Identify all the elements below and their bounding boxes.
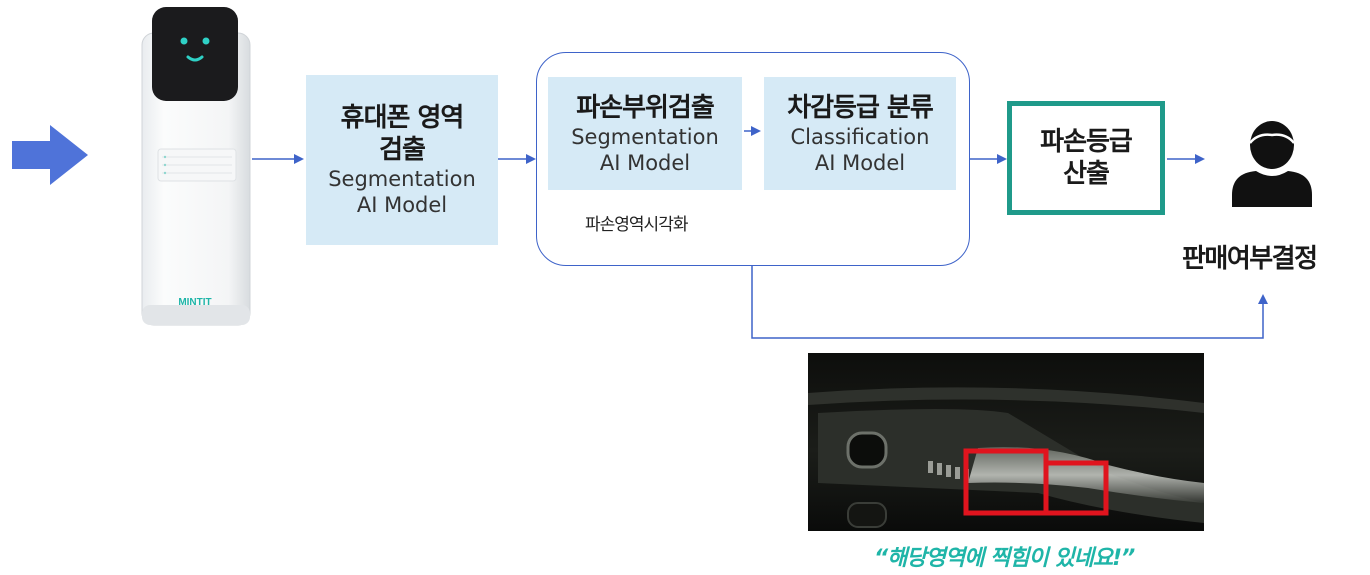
photo-caption: “해당영역에 찍힘이 있네요!” bbox=[874, 546, 1135, 571]
kiosk-brand: MINTIT bbox=[178, 297, 211, 308]
damage-part-detection-box: 파손부위검출 Segmentation AI Model bbox=[548, 77, 742, 190]
phone-area-title-1: 휴대폰 영역 bbox=[340, 103, 465, 133]
damage-closeup-photo bbox=[808, 353, 1204, 531]
damage-highlight-2 bbox=[1043, 460, 1109, 516]
deduction-grade-sub-1: Classification bbox=[790, 124, 930, 149]
grade-calc-line-1: 파손등급 bbox=[1040, 127, 1133, 157]
phone-area-sub-2: AI Model bbox=[356, 193, 448, 217]
phone-area-detection-box: 휴대폰 영역 검출 Segmentation AI Model bbox=[306, 75, 498, 245]
damage-grade-calc-box: 파손등급 산출 bbox=[1007, 101, 1165, 215]
phone-area-title-2: 검출 bbox=[379, 135, 426, 165]
kiosk-machine: MINTIT bbox=[141, 7, 251, 326]
damage-part-title: 파손부위검출 bbox=[576, 92, 715, 123]
damage-visualization-label: 파손영역시각화 bbox=[585, 215, 688, 235]
phone-area-sub-1: Segmentation bbox=[328, 167, 476, 191]
input-arrow bbox=[12, 125, 88, 185]
damage-part-sub-1: Segmentation bbox=[571, 124, 719, 149]
sale-decision-label: 판매여부결정 bbox=[1182, 244, 1318, 274]
deduction-grade-sub-2: AI Model bbox=[814, 150, 906, 175]
grade-calc-line-2: 산출 bbox=[1063, 159, 1110, 189]
damage-part-sub-2: AI Model bbox=[599, 150, 691, 175]
ai-model-group bbox=[536, 52, 970, 266]
deduction-grade-box: 차감등급 분류 Classification AI Model bbox=[764, 77, 956, 190]
person-icon bbox=[1232, 121, 1312, 207]
deduction-grade-title: 차감등급 분류 bbox=[787, 92, 934, 123]
smiley-face-icon bbox=[180, 37, 210, 62]
